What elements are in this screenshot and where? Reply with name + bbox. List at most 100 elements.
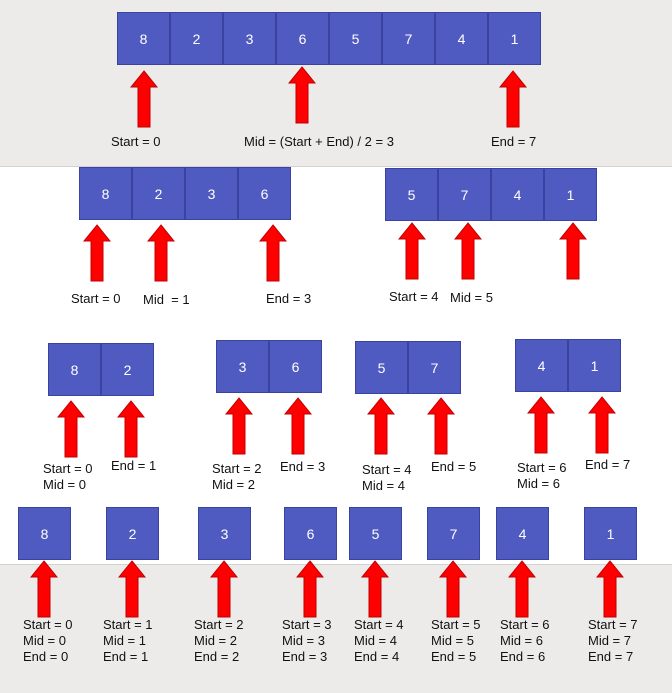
level2-cell: 4 bbox=[515, 339, 568, 392]
level3-mid-label: Mid = 0 bbox=[23, 633, 66, 648]
level2-cell: 2 bbox=[101, 343, 154, 396]
level0-mid-label: Mid = (Start + End) / 2 = 3 bbox=[244, 134, 394, 149]
level3-mid-label: Mid = 7 bbox=[588, 633, 631, 648]
level0-cell: 4 bbox=[435, 12, 488, 65]
level3-cell: 6 bbox=[284, 507, 337, 560]
level3-cell: 8 bbox=[18, 507, 71, 560]
red-up-arrow-icon bbox=[439, 560, 467, 618]
end-arrow-icon bbox=[499, 70, 527, 128]
level2-cell: 5 bbox=[355, 341, 408, 394]
level3-cell: 5 bbox=[349, 507, 402, 560]
red-up-arrow-icon bbox=[361, 560, 389, 618]
level2-mid-label: Mid = 2 bbox=[212, 477, 255, 492]
level2-cell: 8 bbox=[48, 343, 101, 396]
level2-cell: 7 bbox=[408, 341, 461, 394]
level0-start-label: Start = 0 bbox=[111, 134, 161, 149]
level2-end-label: End = 5 bbox=[431, 459, 477, 474]
level3-end-label: End = 0 bbox=[23, 649, 69, 664]
level2-mid-label: Mid = 0 bbox=[43, 477, 86, 492]
level1-left-mid-label: Mid = 1 bbox=[143, 292, 190, 307]
end-arrow-icon bbox=[117, 400, 145, 458]
level3-mid-label: Mid = 4 bbox=[354, 633, 397, 648]
end-arrow-icon bbox=[427, 397, 455, 455]
level2-end-label: End = 1 bbox=[111, 458, 157, 473]
level3-cell: 1 bbox=[584, 507, 637, 560]
start-arrow-icon bbox=[398, 222, 426, 280]
level3-cell: 7 bbox=[427, 507, 480, 560]
level2-cell: 1 bbox=[568, 339, 621, 392]
level3-cell: 2 bbox=[106, 507, 159, 560]
level1-right-cell: 1 bbox=[544, 168, 597, 221]
level3-start-label: Start = 2 bbox=[194, 617, 244, 632]
level2-start-label: Start = 0 bbox=[43, 461, 93, 476]
level3-cell: 4 bbox=[496, 507, 549, 560]
level1-left-cell: 8 bbox=[79, 167, 132, 220]
red-up-arrow-icon bbox=[118, 560, 146, 618]
level3-start-label: Start = 1 bbox=[103, 617, 153, 632]
end-arrow-icon bbox=[559, 222, 587, 280]
start-arrow-icon bbox=[83, 224, 111, 282]
level3-mid-label: Mid = 2 bbox=[194, 633, 237, 648]
level3-start-label: Start = 0 bbox=[23, 617, 73, 632]
end-arrow-icon bbox=[259, 224, 287, 282]
start-arrow-icon bbox=[527, 396, 555, 454]
level1-right-cell: 7 bbox=[438, 168, 491, 221]
level3-mid-label: Mid = 5 bbox=[431, 633, 474, 648]
level1-right-cell: 4 bbox=[491, 168, 544, 221]
level1-right-start-label: Start = 4 bbox=[389, 289, 439, 304]
level3-end-label: End = 5 bbox=[431, 649, 477, 664]
red-up-arrow-icon bbox=[596, 560, 624, 618]
level3-mid-label: Mid = 1 bbox=[103, 633, 146, 648]
level1-right-mid-label: Mid = 5 bbox=[450, 290, 493, 305]
level0-cell: 2 bbox=[170, 12, 223, 65]
mid-arrow-icon bbox=[454, 222, 482, 280]
level2-mid-label: Mid = 6 bbox=[517, 476, 560, 491]
level3-start-label: Start = 5 bbox=[431, 617, 481, 632]
level3-mid-label: Mid = 3 bbox=[282, 633, 325, 648]
red-up-arrow-icon bbox=[30, 560, 58, 618]
bottom-band bbox=[0, 564, 672, 693]
level3-end-label: End = 2 bbox=[194, 649, 240, 664]
level3-end-label: End = 3 bbox=[282, 649, 328, 664]
end-arrow-icon bbox=[284, 397, 312, 455]
level0-cell: 7 bbox=[382, 12, 435, 65]
level2-start-label: Start = 6 bbox=[517, 460, 567, 475]
red-up-arrow-icon bbox=[210, 560, 238, 618]
level3-cell: 3 bbox=[198, 507, 251, 560]
level2-cell: 6 bbox=[269, 340, 322, 393]
level3-end-label: End = 4 bbox=[354, 649, 400, 664]
red-up-arrow-icon bbox=[296, 560, 324, 618]
level0-cell: 8 bbox=[117, 12, 170, 65]
level3-start-label: Start = 6 bbox=[500, 617, 550, 632]
level3-end-label: End = 7 bbox=[588, 649, 634, 664]
level3-start-label: Start = 7 bbox=[588, 617, 638, 632]
level2-end-label: End = 7 bbox=[585, 457, 631, 472]
level1-left-cell: 6 bbox=[238, 167, 291, 220]
red-up-arrow-icon bbox=[508, 560, 536, 618]
level0-cell: 3 bbox=[223, 12, 276, 65]
mid-arrow-icon bbox=[147, 224, 175, 282]
level3-start-label: Start = 3 bbox=[282, 617, 332, 632]
level3-end-label: End = 1 bbox=[103, 649, 149, 664]
level2-end-label: End = 3 bbox=[280, 459, 326, 474]
start-arrow-icon bbox=[130, 70, 158, 128]
level1-left-start-label: Start = 0 bbox=[71, 291, 121, 306]
level0-end-label: End = 7 bbox=[491, 134, 537, 149]
start-arrow-icon bbox=[57, 400, 85, 458]
level3-end-label: End = 6 bbox=[500, 649, 546, 664]
level3-start-label: Start = 4 bbox=[354, 617, 404, 632]
level2-mid-label: Mid = 4 bbox=[362, 478, 405, 493]
level1-left-cell: 2 bbox=[132, 167, 185, 220]
level3-mid-label: Mid = 6 bbox=[500, 633, 543, 648]
level2-start-label: Start = 2 bbox=[212, 461, 262, 476]
level0-cell: 6 bbox=[276, 12, 329, 65]
level1-left-end-label: End = 3 bbox=[266, 291, 312, 306]
start-arrow-icon bbox=[367, 397, 395, 455]
level0-cell: 5 bbox=[329, 12, 382, 65]
level2-cell: 3 bbox=[216, 340, 269, 393]
start-arrow-icon bbox=[225, 397, 253, 455]
level1-left-cell: 3 bbox=[185, 167, 238, 220]
level2-start-label: Start = 4 bbox=[362, 462, 412, 477]
level1-right-cell: 5 bbox=[385, 168, 438, 221]
level0-cell: 1 bbox=[488, 12, 541, 65]
